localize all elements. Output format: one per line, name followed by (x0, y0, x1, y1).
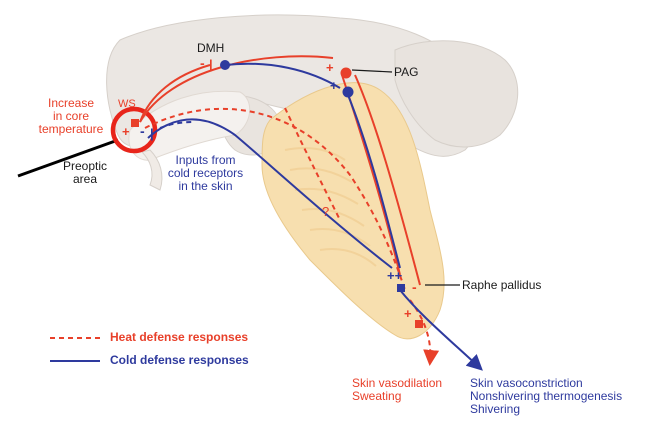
legend-cold-label: Cold defense responses (110, 354, 249, 367)
heat-outputs-label: Skin vasodilation Sweating (352, 377, 442, 403)
cold-outputs-label: Skin vasoconstriction Nonshivering therm… (470, 377, 622, 416)
legend-heat-label: Heat defense responses (110, 331, 248, 344)
